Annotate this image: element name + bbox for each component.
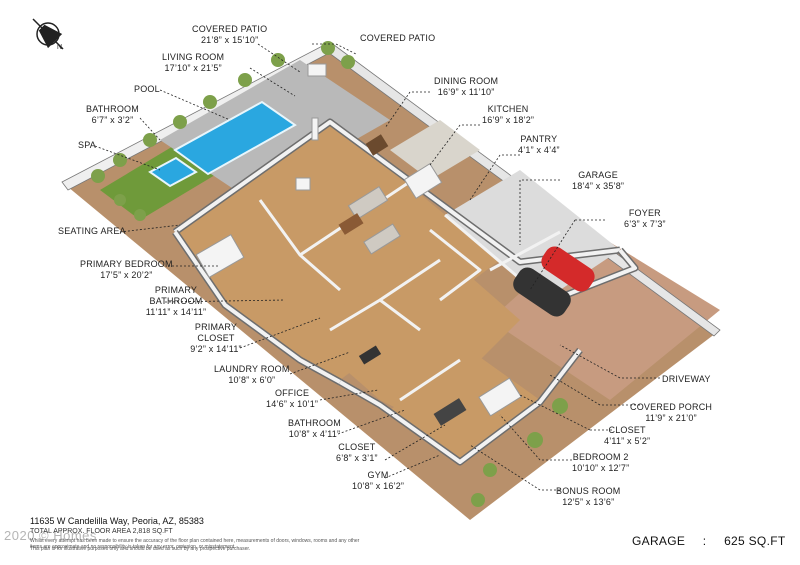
label-kitchen: KITCHEN 16’9” x 18’2” bbox=[482, 104, 534, 126]
room-name: LIVING ROOM bbox=[162, 52, 225, 62]
leader-lines bbox=[94, 43, 660, 491]
room-name: FOYER bbox=[628, 208, 661, 218]
room-dims: 18’4” x 35’8” bbox=[572, 181, 625, 191]
room-name: KITCHEN bbox=[487, 104, 529, 114]
label-covered-patio-2: COVERED PATIO bbox=[360, 33, 435, 44]
copyright-watermark: 2020 © Homes bbox=[4, 528, 97, 543]
room-dims: 14’6” x 10’1” bbox=[266, 399, 319, 409]
furniture bbox=[195, 134, 522, 426]
room-name: POOL bbox=[134, 84, 160, 94]
room-name: COVERED PATIO bbox=[192, 24, 268, 34]
room-dims: 11’11” x 14’11” bbox=[145, 307, 207, 317]
room-name: PRIMARY CLOSET bbox=[194, 322, 238, 343]
room-dims: 16’9” x 11’10” bbox=[437, 87, 495, 97]
room-dims: 21’8” x 15’10” bbox=[200, 35, 259, 45]
room-dims: 12’5” x 13’6” bbox=[562, 497, 615, 507]
room-dims: 17’10” x 21’5” bbox=[164, 63, 222, 73]
room-name: BONUS ROOM bbox=[556, 486, 621, 496]
label-gym: GYM 10’8” x 16’2” bbox=[352, 470, 404, 492]
label-bedroom-2: BEDROOM 2 10’10” x 12’7” bbox=[572, 452, 629, 474]
kitchen-floor bbox=[390, 120, 480, 180]
room-name: GARAGE bbox=[578, 170, 618, 180]
room-name: COVERED PATIO bbox=[360, 33, 436, 43]
label-closet-1: CLOSET 6’8” x 3’1” bbox=[336, 442, 378, 464]
label-garage: GARAGE 18’4” x 35’8” bbox=[572, 170, 624, 192]
wing-floor bbox=[390, 350, 540, 460]
compass-letter: N bbox=[57, 44, 62, 51]
room-name: SEATING AREA bbox=[58, 226, 126, 236]
compass-icon: N bbox=[32, 18, 64, 51]
landscape-shrubs bbox=[91, 41, 568, 507]
room-name: DINING ROOM bbox=[434, 76, 499, 86]
property-address: 11635 W Candelilla Way, Peoria, AZ, 8538… bbox=[30, 516, 204, 526]
room-name: SPA bbox=[78, 140, 96, 150]
room-dims: 10’8” x 6’0” bbox=[228, 375, 276, 385]
label-seating-area: SEATING AREA bbox=[58, 226, 126, 237]
room-name: PANTRY bbox=[520, 134, 558, 144]
room-name: OFFICE bbox=[274, 388, 310, 398]
disclaimer-text: Whilst every attempt has been made to en… bbox=[30, 538, 360, 550]
room-dims: 11’9” x 21’0” bbox=[645, 413, 697, 423]
room-name: CLOSET bbox=[338, 442, 376, 452]
label-primary-closet: PRIMARY CLOSET 9’2” x 14’11” bbox=[190, 322, 242, 355]
label-living-room: LIVING ROOM 17’10” x 21’5” bbox=[162, 52, 224, 74]
room-name: LAUNDRY ROOM bbox=[214, 364, 290, 374]
room-dims: 17’5” x 20’2” bbox=[100, 270, 153, 280]
label-dining-room: DINING ROOM 16’9” x 11’10” bbox=[434, 76, 498, 98]
room-name: PRIMARY BEDROOM bbox=[80, 259, 173, 269]
label-laundry-room: LAUNDRY ROOM 10’8” x 6’0” bbox=[214, 364, 290, 386]
label-spa: SPA bbox=[78, 140, 96, 151]
label-bathroom-2: BATHROOM 10’8” x 4’11” bbox=[288, 418, 341, 440]
spa-shape bbox=[148, 156, 198, 188]
label-foyer: FOYER 6’3” x 7’3” bbox=[624, 208, 666, 230]
room-dims: 10’8” x 16’2” bbox=[352, 481, 405, 491]
label-office: OFFICE 14’6” x 10’1” bbox=[266, 388, 318, 410]
label-covered-porch: COVERED PORCH 11’9” x 21’0” bbox=[630, 402, 712, 424]
garage-summary-value: 625 SQ.FT bbox=[724, 534, 786, 548]
room-name: COVERED PORCH bbox=[630, 402, 713, 412]
house-floor-south bbox=[300, 250, 520, 420]
room-dims: 10’10” x 12’7” bbox=[572, 463, 630, 473]
room-name: BATHROOM bbox=[86, 104, 139, 114]
label-bonus-room: BONUS ROOM 12’5” x 13’6” bbox=[556, 486, 621, 508]
label-pool: POOL bbox=[134, 84, 160, 95]
room-dims: 6’8” x 3’1” bbox=[336, 453, 378, 463]
label-bathroom-1: BATHROOM 6’7” x 3’2” bbox=[86, 104, 139, 126]
garage-summary-label: GARAGE bbox=[632, 534, 686, 548]
room-name: BATHROOM bbox=[288, 418, 341, 428]
total-floor-area: TOTAL APPROX. FLOOR AREA 2,818 SQ.FT bbox=[30, 528, 173, 535]
room-dims: 4’11” x 5’2” bbox=[604, 436, 651, 446]
label-pantry: PANTRY 4’1” x 4’4” bbox=[518, 134, 560, 156]
room-name: PRIMARY BATHROOM bbox=[149, 285, 203, 306]
room-dims: 10’8” x 4’11” bbox=[288, 429, 341, 439]
room-name: DRIVEWAY bbox=[662, 374, 711, 384]
garage-area-summary: GARAGE : 625 SQ.FT bbox=[632, 534, 785, 548]
room-dims: 9’2” x 14’11” bbox=[190, 344, 242, 354]
label-closet-2: CLOSET 4’11” x 5’2” bbox=[604, 425, 650, 447]
room-name: BEDROOM 2 bbox=[572, 452, 629, 462]
label-covered-patio-1: COVERED PATIO 21’8” x 15’10” bbox=[192, 24, 267, 46]
garage-summary-separator: : bbox=[702, 534, 707, 548]
pool-shape bbox=[173, 100, 297, 176]
room-dims: 6’3” x 7’3” bbox=[624, 219, 666, 229]
label-primary-bathroom: PRIMARY BATHROOM 11’11” x 14’11” bbox=[144, 285, 208, 318]
garage-cars bbox=[513, 246, 595, 317]
room-name: CLOSET bbox=[608, 425, 646, 435]
patio-furniture bbox=[295, 63, 327, 191]
label-driveway: DRIVEWAY bbox=[662, 374, 711, 385]
room-dims: 6’7” x 3’2” bbox=[91, 115, 134, 125]
room-name: GYM bbox=[367, 470, 389, 480]
label-primary-bedroom: PRIMARY BEDROOM 17’5” x 20’2” bbox=[80, 259, 173, 281]
room-dims: 4’1” x 4’4” bbox=[518, 145, 560, 155]
disclaimer-note: This plan is for illustrative purposes o… bbox=[30, 546, 251, 552]
room-dims: 16’9” x 18’2” bbox=[482, 115, 535, 125]
